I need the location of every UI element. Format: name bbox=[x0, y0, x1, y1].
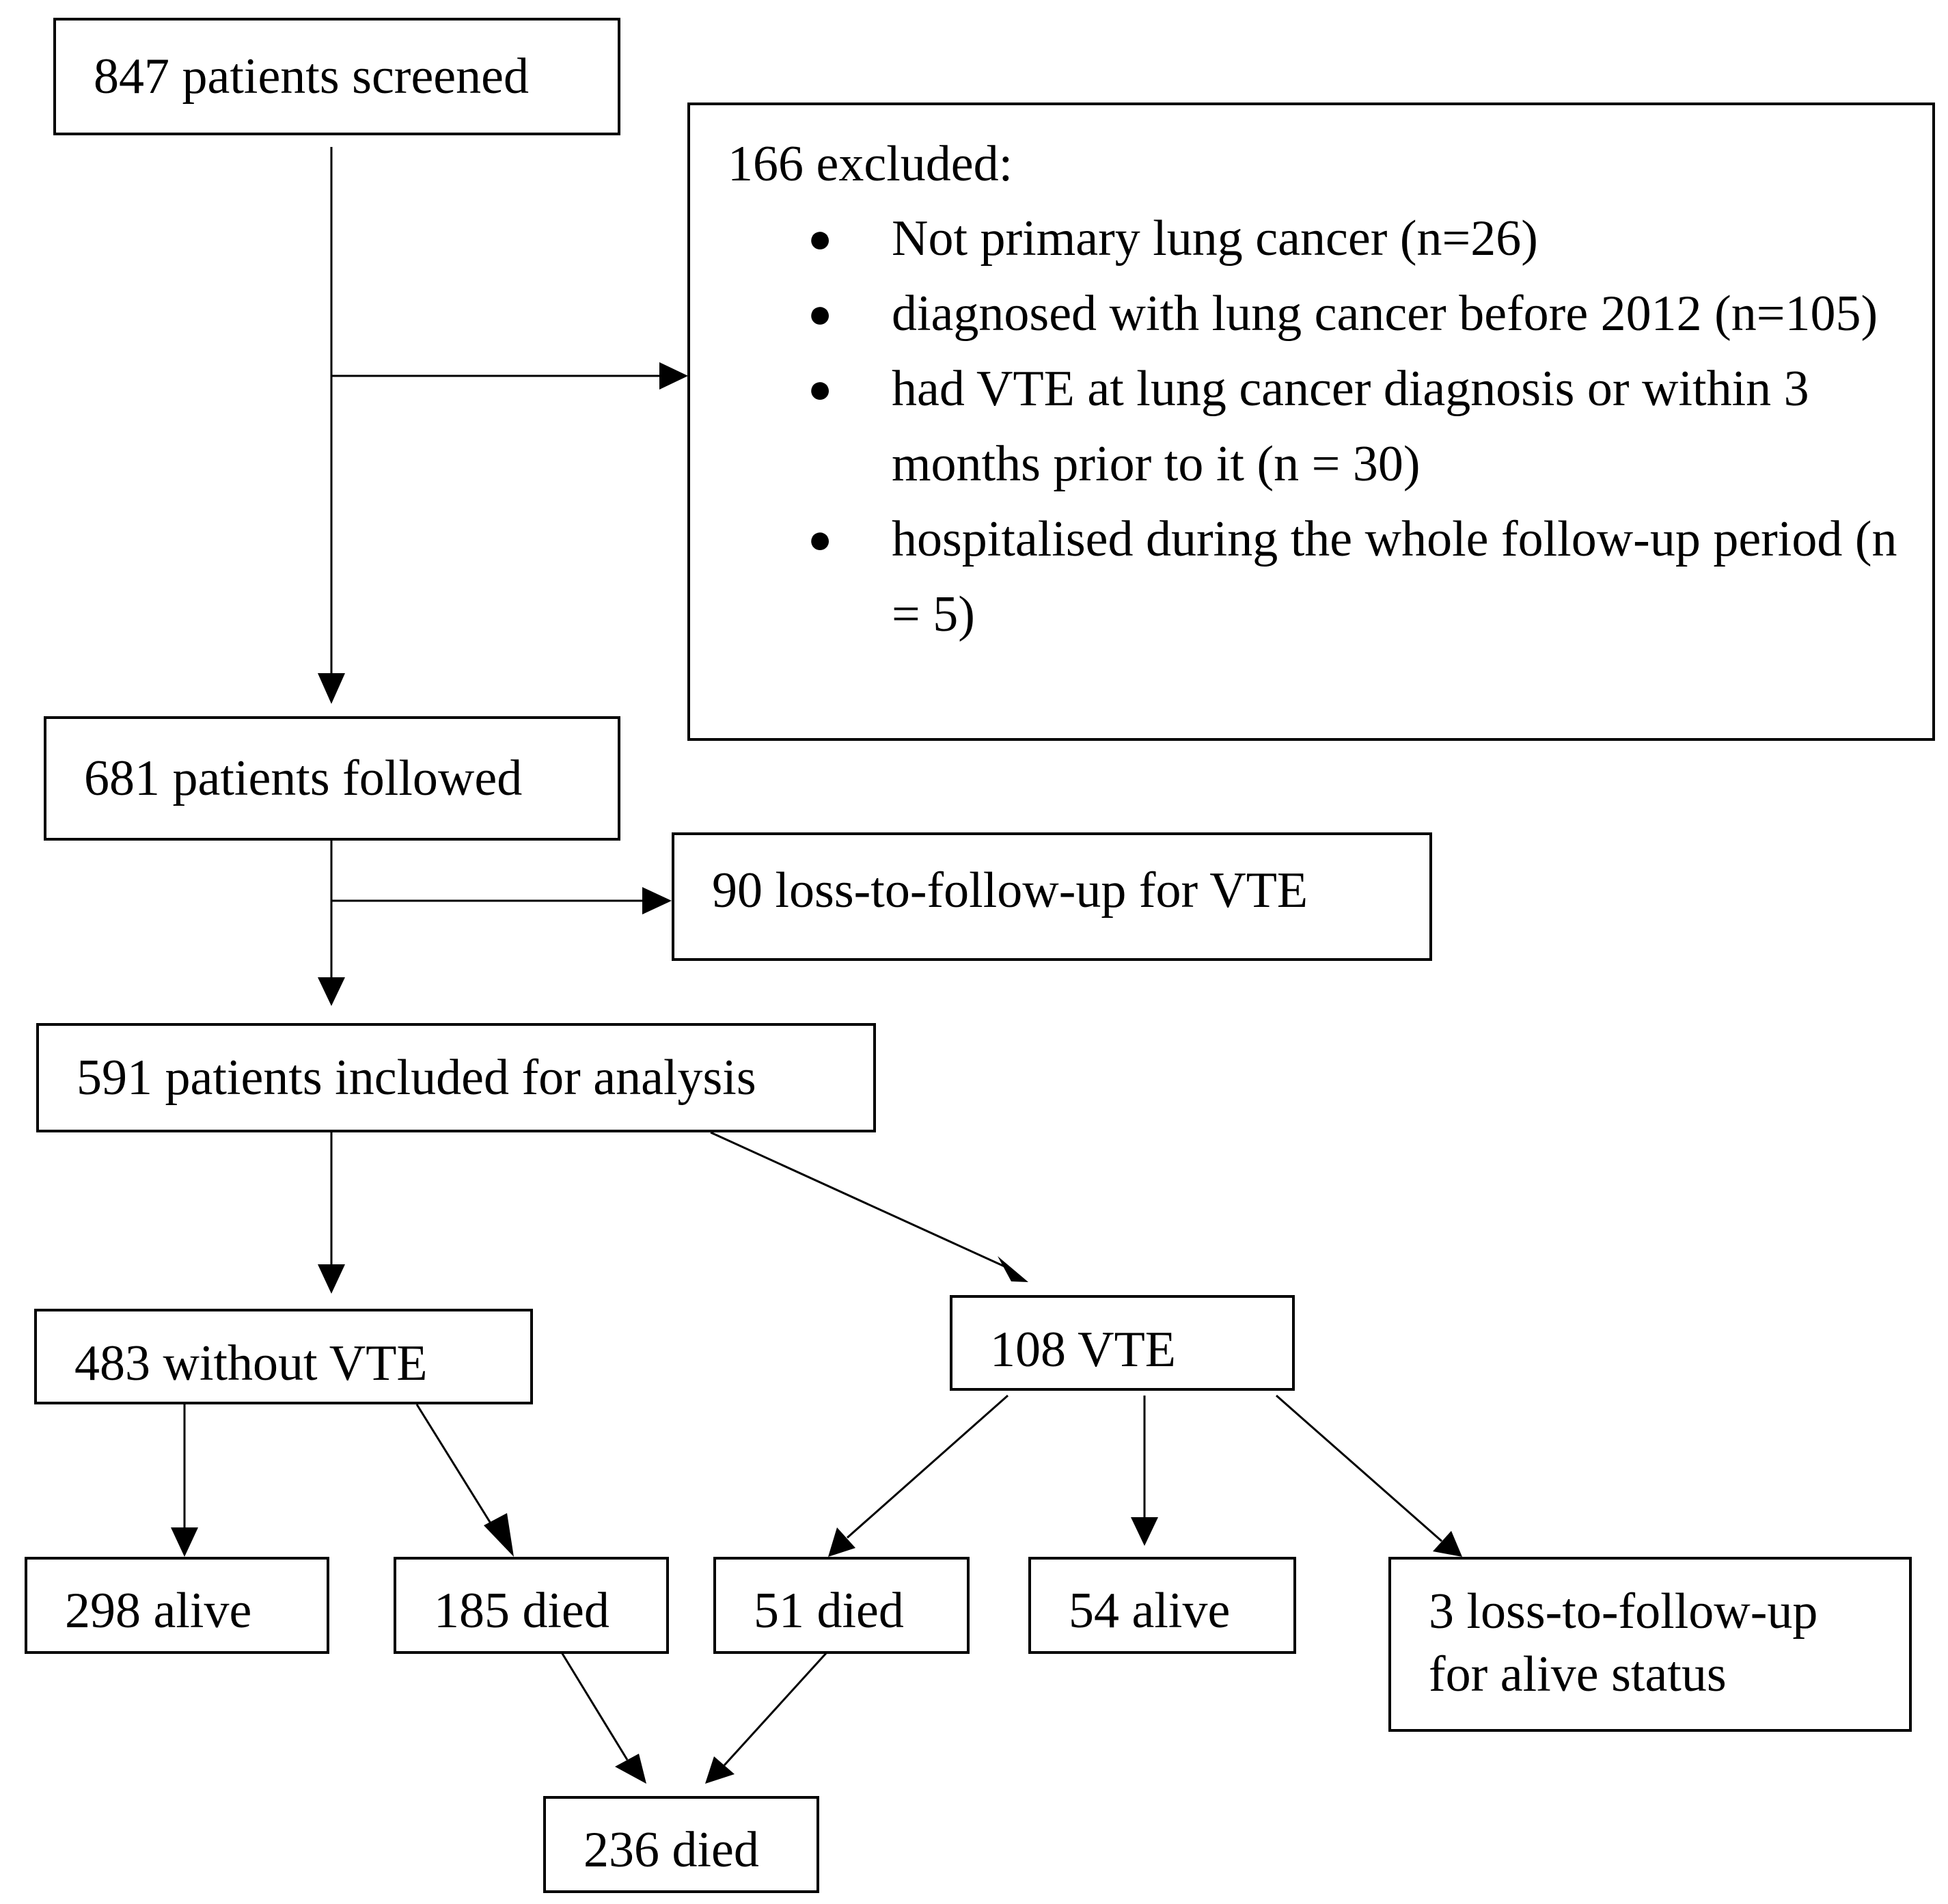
arrowhead-185-died bbox=[484, 1513, 514, 1557]
died-vte-label: 51 died bbox=[754, 1583, 904, 1639]
box-patients-followed: 681 patients followed bbox=[44, 716, 620, 841]
alive-no-vte-label: 298 alive bbox=[65, 1583, 252, 1639]
box-298-alive: 298 alive bbox=[25, 1557, 329, 1654]
box-236-died: 236 died bbox=[543, 1796, 819, 1893]
arrow-185-to-236 bbox=[560, 1652, 629, 1760]
loss-vte-label: 90 loss-to-follow-up for VTE bbox=[712, 862, 1308, 919]
box-patients-included: 591 patients included for analysis bbox=[36, 1023, 876, 1132]
box-54-alive: 54 alive bbox=[1028, 1557, 1296, 1654]
bullet-icon: ● bbox=[808, 216, 833, 261]
arrow-included-to-vte bbox=[710, 1131, 1005, 1268]
excluded-title: 166 excluded: bbox=[728, 136, 1013, 192]
box-excluded: 166 excluded: ●Not primary lung cancer (… bbox=[687, 103, 1935, 741]
alive-vte-label: 54 alive bbox=[1069, 1583, 1231, 1639]
included-label: 591 patients included for analysis bbox=[77, 1050, 756, 1106]
loss-alive-line-1: 3 loss-to-follow-up bbox=[1429, 1583, 1818, 1640]
arrowhead-298-alive bbox=[171, 1527, 198, 1557]
bullet-icon: ● bbox=[808, 517, 833, 562]
box-loss-to-follow-up-vte: 90 loss-to-follow-up for VTE bbox=[672, 832, 1432, 961]
arrowhead-excluded bbox=[659, 362, 688, 390]
arrowhead-vte bbox=[998, 1256, 1028, 1282]
arrow-to-3-loss bbox=[1276, 1394, 1442, 1542]
screened-label: 847 patients screened bbox=[94, 49, 529, 105]
vte-label: 108 VTE bbox=[990, 1322, 1177, 1378]
arrowhead-loss-vte bbox=[642, 887, 672, 914]
bullet-icon: ● bbox=[808, 291, 833, 336]
without-vte-label: 483 without VTE bbox=[74, 1335, 428, 1391]
box-patients-screened: 847 patients screened bbox=[53, 18, 620, 135]
excluded-reason-4: ●hospitalised during the whole follow-up… bbox=[690, 502, 1903, 652]
box-3-loss-to-follow-up: 3 loss-to-follow-up for alive status bbox=[1388, 1557, 1912, 1732]
excluded-reason-1: ●Not primary lung cancer (n=26) bbox=[690, 201, 1903, 276]
loss-alive-line-2: for alive status bbox=[1429, 1646, 1727, 1702]
arrowhead-followed bbox=[318, 673, 345, 704]
arrow-51-to-236 bbox=[723, 1651, 828, 1767]
arrowhead-without-vte bbox=[318, 1264, 345, 1294]
excluded-reason-2: ●diagnosed with lung cancer before 2012 … bbox=[690, 276, 1903, 351]
arrowhead-185-to-236 bbox=[615, 1754, 646, 1784]
bullet-icon: ● bbox=[808, 366, 833, 411]
arrowhead-included bbox=[318, 977, 345, 1006]
arrow-to-185-died bbox=[415, 1404, 497, 1532]
arrowhead-51-died bbox=[828, 1527, 855, 1557]
arrowhead-51-to-236 bbox=[705, 1756, 735, 1784]
box-without-vte: 483 without VTE bbox=[34, 1309, 533, 1404]
died-no-vte-label: 185 died bbox=[434, 1583, 609, 1639]
excluded-reason-3: ●had VTE at lung cancer diagnosis or wit… bbox=[690, 351, 1903, 502]
box-vte: 108 VTE bbox=[950, 1295, 1295, 1391]
died-total-label: 236 died bbox=[584, 1822, 759, 1878]
followed-label: 681 patients followed bbox=[84, 750, 523, 806]
box-51-died: 51 died bbox=[713, 1557, 970, 1654]
arrow-to-51-died bbox=[847, 1394, 1009, 1539]
excluded-reasons-list: ●Not primary lung cancer (n=26) ●diagnos… bbox=[690, 201, 1932, 652]
arrowhead-54-alive bbox=[1131, 1517, 1158, 1546]
arrowhead-3-loss bbox=[1433, 1531, 1462, 1557]
box-185-died: 185 died bbox=[394, 1557, 669, 1654]
